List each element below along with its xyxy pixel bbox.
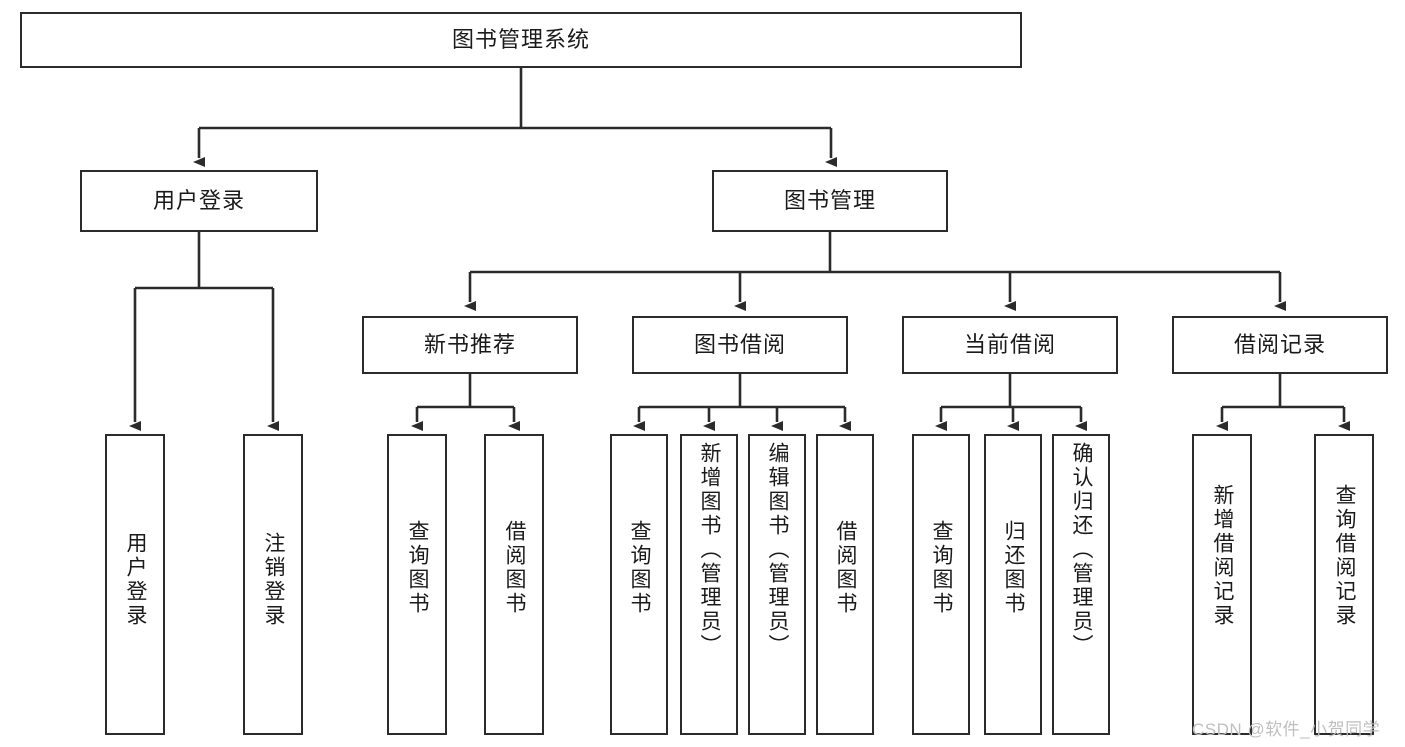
leaf-query-record[interactable]: 查询借阅记录: [1314, 434, 1374, 735]
node-current-borrow[interactable]: 当前借阅: [902, 316, 1118, 374]
node-label: 当前借阅: [963, 332, 1056, 358]
csdn-watermark: CSDN @软件_小贺同学: [1192, 720, 1381, 739]
node-label: 编辑图书（管理员）: [766, 442, 790, 658]
leaf-add-book[interactable]: 新增图书（管理员）: [680, 434, 738, 735]
node-label: 新增借阅记录: [1211, 484, 1235, 628]
node-user-login[interactable]: 用户登录: [80, 170, 318, 232]
node-book-manage[interactable]: 图书管理: [712, 170, 948, 232]
node-label: 查询图书: [406, 520, 430, 616]
node-label: 图书管理: [783, 188, 876, 214]
node-label: 确认归还（管理员）: [1070, 442, 1094, 658]
leaf-edit-book[interactable]: 编辑图书（管理员）: [748, 434, 806, 735]
leaf-add-record[interactable]: 新增借阅记录: [1192, 434, 1252, 735]
node-book-borrow[interactable]: 图书借阅: [632, 316, 848, 374]
node-new-book-rec[interactable]: 新书推荐: [362, 316, 578, 374]
node-label: 新书推荐: [423, 332, 516, 358]
leaf-confirm-return[interactable]: 确认归还（管理员）: [1052, 434, 1110, 735]
leaf-user-logout[interactable]: 注销登录: [243, 434, 303, 735]
node-label: 归还图书: [1002, 520, 1026, 616]
node-label: 图书管理系统: [451, 27, 590, 53]
node-label: 图书借阅: [693, 332, 786, 358]
node-label: 查询图书: [930, 520, 954, 616]
node-label: 注销登录: [262, 532, 286, 628]
node-label: 用户登录: [152, 188, 245, 214]
node-label: 借阅记录: [1233, 332, 1326, 358]
leaf-borrow-book-2[interactable]: 借阅图书: [816, 434, 874, 735]
leaf-return-book[interactable]: 归还图书: [984, 434, 1042, 735]
node-label: 新增图书（管理员）: [698, 442, 722, 658]
leaf-query-book-1[interactable]: 查询图书: [387, 434, 447, 735]
node-borrow-record[interactable]: 借阅记录: [1172, 316, 1388, 374]
leaf-borrow-book-1[interactable]: 借阅图书: [484, 434, 544, 735]
node-label: 用户登录: [124, 532, 148, 628]
leaf-query-book-3[interactable]: 查询图书: [912, 434, 970, 735]
node-root[interactable]: 图书管理系统: [20, 12, 1022, 68]
leaf-user-login[interactable]: 用户登录: [105, 434, 165, 735]
node-label: 查询图书: [628, 520, 652, 616]
node-label: 查询借阅记录: [1333, 484, 1357, 628]
node-label: 借阅图书: [834, 520, 858, 616]
node-label: 借阅图书: [503, 520, 527, 616]
leaf-query-book-2[interactable]: 查询图书: [610, 434, 668, 735]
